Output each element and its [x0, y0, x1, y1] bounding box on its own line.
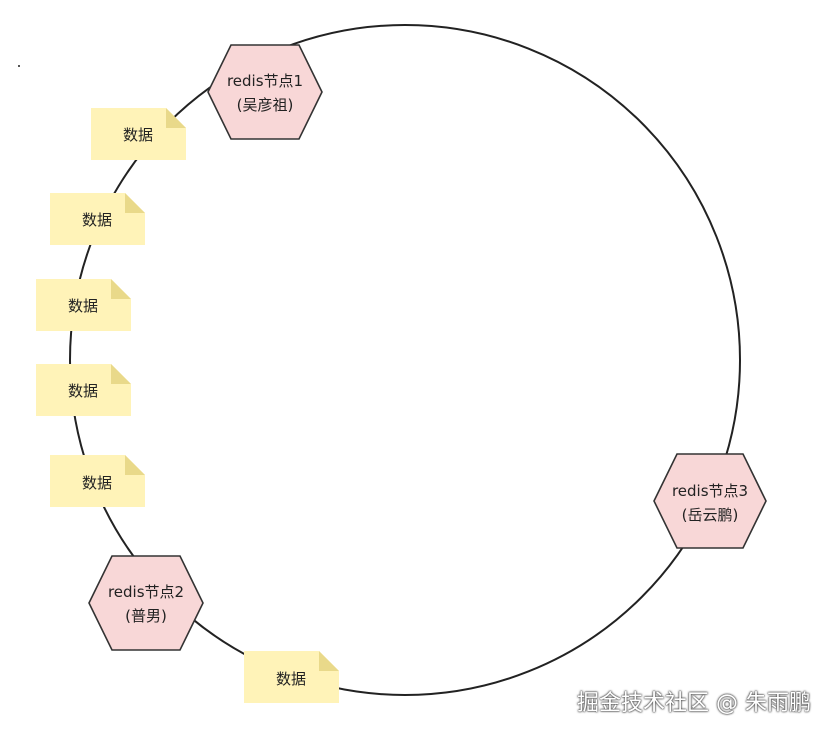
data-note-6[interactable]: 数据 [244, 651, 339, 703]
note-label: 数据 [68, 297, 98, 315]
watermark: 掘金技术社区 @ 朱雨鹏 [577, 691, 811, 716]
node-name: redis节点3 [672, 482, 748, 500]
note-fold [125, 455, 145, 475]
note-fold [111, 279, 131, 299]
node-name: redis节点2 [108, 583, 184, 601]
node-hexagon [88, 555, 204, 651]
data-note-1[interactable]: 数据 [91, 108, 186, 160]
note-fold [319, 651, 339, 671]
redis-node-3[interactable]: redis节点3 (岳云鹏) [653, 453, 767, 549]
redis-node-1[interactable]: redis节点1 (吴彦祖) [207, 44, 323, 140]
node-owner: (普男) [125, 607, 167, 625]
note-label: 数据 [68, 382, 98, 400]
data-note-3[interactable]: 数据 [36, 279, 131, 331]
note-label: 数据 [123, 126, 153, 144]
note-label: 数据 [82, 474, 112, 492]
hash-ring [69, 24, 741, 696]
node-hexagon [653, 453, 767, 549]
note-body [244, 651, 339, 703]
stray-dot [18, 65, 20, 67]
data-note-4[interactable]: 数据 [36, 364, 131, 416]
note-fold [125, 193, 145, 213]
note-fold [166, 108, 186, 128]
note-body [50, 193, 145, 245]
note-body [36, 279, 131, 331]
node-owner: (岳云鹏) [682, 506, 739, 524]
node-name: redis节点1 [227, 72, 303, 90]
note-fold [111, 364, 131, 384]
data-note-2[interactable]: 数据 [50, 193, 145, 245]
note-label: 数据 [82, 211, 112, 229]
node-hexagon [207, 44, 323, 140]
redis-node-2[interactable]: redis节点2 (普男) [88, 555, 204, 651]
note-label: 数据 [276, 670, 306, 688]
node-owner: (吴彦祖) [237, 96, 294, 114]
note-body [91, 108, 186, 160]
note-body [50, 455, 145, 507]
data-note-5[interactable]: 数据 [50, 455, 145, 507]
note-body [36, 364, 131, 416]
